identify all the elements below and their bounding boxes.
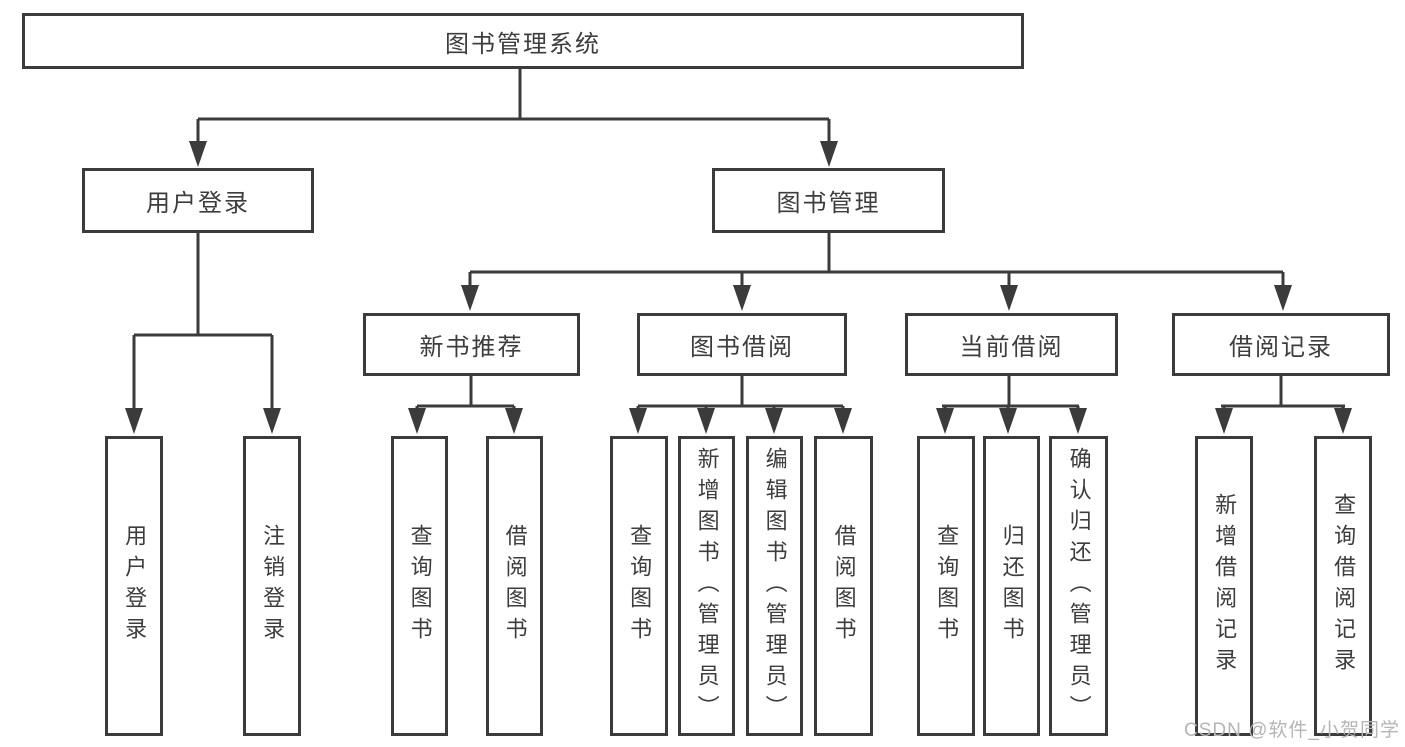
node-new-book-recommend: 新书推荐 bbox=[363, 313, 580, 376]
leaf-current-query-books-label: 查询图书 bbox=[934, 524, 960, 648]
leaf-borrow-borrow-books-label: 借阅图书 bbox=[831, 524, 857, 648]
leaf-borrow-borrow-books: 借阅图书 bbox=[814, 436, 873, 736]
leaf-logout-label: 注销登录 bbox=[260, 524, 286, 648]
leaf-borrow-edit-books-admin: 编辑图书（管理员） bbox=[746, 436, 803, 736]
node-book-borrow: 图书借阅 bbox=[637, 313, 847, 376]
node-book-management-label: 图书管理 bbox=[776, 190, 881, 217]
node-borrow-records-label: 借阅记录 bbox=[1229, 334, 1333, 361]
leaf-recommend-query-books-label: 查询图书 bbox=[407, 524, 433, 648]
leaf-records-add-record-label: 新增借阅记录 bbox=[1212, 493, 1238, 679]
node-borrow-records: 借阅记录 bbox=[1172, 313, 1390, 376]
leaf-records-query-record: 查询借阅记录 bbox=[1314, 436, 1372, 736]
leaf-borrow-query-books-label: 查询图书 bbox=[627, 524, 653, 648]
leaf-borrow-add-books-admin: 新增图书（管理员） bbox=[678, 436, 735, 736]
leaf-logout: 注销登录 bbox=[243, 436, 301, 736]
node-root-label: 图书管理系统 bbox=[445, 30, 601, 58]
node-root: 图书管理系统 bbox=[22, 13, 1024, 69]
leaf-current-confirm-return-admin: 确认归还（管理员） bbox=[1049, 436, 1108, 736]
leaf-user-login-label: 用户登录 bbox=[122, 524, 148, 648]
node-book-borrow-label: 图书借阅 bbox=[690, 334, 794, 361]
node-new-book-recommend-label: 新书推荐 bbox=[419, 334, 524, 361]
node-user-login: 用户登录 bbox=[82, 168, 314, 233]
leaf-borrow-add-books-admin-label: 新增图书（管理员） bbox=[694, 446, 720, 726]
leaf-records-query-record-label: 查询借阅记录 bbox=[1331, 493, 1357, 679]
csdn-watermark: CSDN @软件_小贺同学 bbox=[1184, 720, 1400, 741]
node-user-login-label: 用户登录 bbox=[146, 190, 250, 217]
leaf-records-add-record: 新增借阅记录 bbox=[1195, 436, 1253, 736]
node-current-borrow: 当前借阅 bbox=[905, 313, 1118, 376]
leaf-recommend-borrow-books: 借阅图书 bbox=[486, 436, 543, 736]
leaf-current-query-books: 查询图书 bbox=[917, 436, 975, 736]
leaf-current-confirm-return-admin-label: 确认归还（管理员） bbox=[1066, 446, 1092, 726]
leaf-recommend-query-books: 查询图书 bbox=[391, 436, 448, 736]
node-current-borrow-label: 当前借阅 bbox=[959, 334, 1064, 361]
leaf-current-return-books: 归还图书 bbox=[983, 436, 1040, 736]
leaf-user-login: 用户登录 bbox=[105, 436, 163, 736]
leaf-borrow-query-books: 查询图书 bbox=[610, 436, 668, 736]
leaf-recommend-borrow-books-label: 借阅图书 bbox=[502, 524, 528, 648]
leaf-borrow-edit-books-admin-label: 编辑图书（管理员） bbox=[762, 446, 788, 726]
node-book-management: 图书管理 bbox=[712, 168, 945, 233]
leaf-current-return-books-label: 归还图书 bbox=[999, 524, 1025, 648]
